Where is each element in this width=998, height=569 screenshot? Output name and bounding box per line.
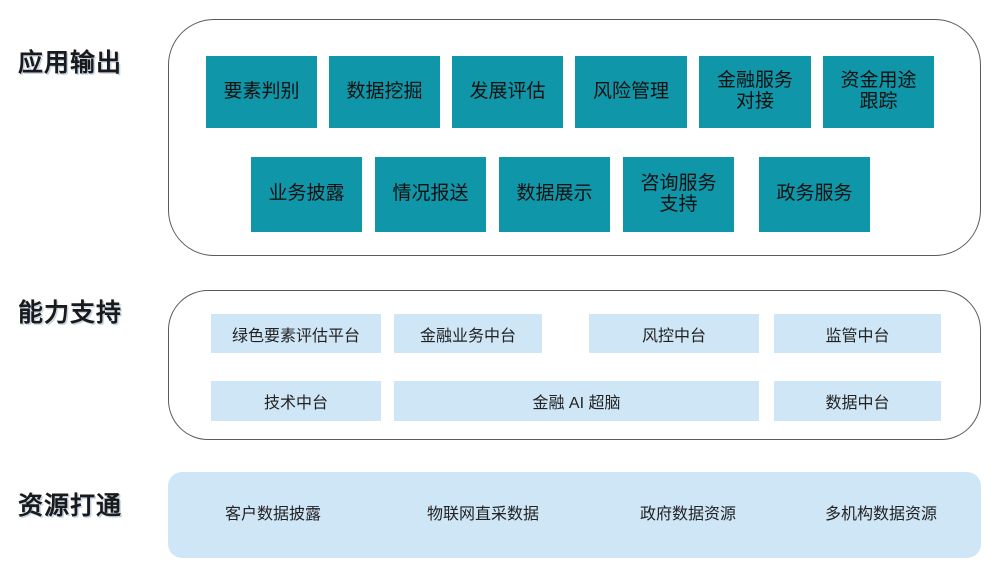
app-card-qingkuangbaosong[interactable]: 情况报送 [375,157,486,232]
app-card-fazhanpinggu[interactable]: 发展评估 [452,56,563,128]
capability-tier-container: 绿色要素评估平台 金融业务中台 风控中台 监管中台 技术中台 金融 AI 超脑 … [168,290,981,440]
res-item-kehushujupilu[interactable]: 客户数据披露 [224,506,321,523]
application-tier-container: 要素判别 数据挖掘 发展评估 风险管理 金融服务 对接 资金用途 跟踪 业务披露… [168,19,981,256]
app-card-yewupilu[interactable]: 业务披露 [251,157,362,232]
tier-label-application: 应用输出 [18,49,123,77]
app-card-zhengwufuwu[interactable]: 政务服务 [759,157,870,232]
cap-card-shujuzhongtai[interactable]: 数据中台 [774,381,941,421]
resource-tier-container [168,472,981,558]
app-card-jinrongfuwuduijie[interactable]: 金融服务 对接 [699,56,811,128]
cap-card-jinrongyewuzhongtai[interactable]: 金融业务中台 [394,314,542,353]
cap-card-jinrongaichaonao[interactable]: 金融 AI 超脑 [394,381,759,421]
app-card-zijinyongtugenzong[interactable]: 资金用途 跟踪 [823,56,934,128]
cap-card-jishuzhongtai[interactable]: 技术中台 [211,381,381,421]
tier-label-resource: 资源打通 [18,492,123,520]
res-item-duojigoushujuziyuan[interactable]: 多机构数据资源 [824,506,937,523]
res-item-zhengfushujuziyuan[interactable]: 政府数据资源 [639,506,736,523]
app-card-shujuzhanshi[interactable]: 数据展示 [499,157,610,232]
app-card-yaosupanbie[interactable]: 要素判别 [206,56,317,128]
app-card-zixunfuwuzhichi[interactable]: 咨询服务 支持 [623,157,734,232]
cap-card-fengkongzhongtai[interactable]: 风控中台 [589,314,759,353]
res-item-wulianwangzhicaishuju[interactable]: 物联网直采数据 [426,506,539,523]
cap-card-jianguanzhongtai[interactable]: 监管中台 [774,314,941,353]
app-card-fengxianguanli[interactable]: 风险管理 [575,56,687,128]
tier-label-capability: 能力支持 [18,299,123,327]
cap-card-lvsepinggupingtai[interactable]: 绿色要素评估平台 [211,314,381,353]
app-card-shujuwajue[interactable]: 数据挖掘 [329,56,440,128]
